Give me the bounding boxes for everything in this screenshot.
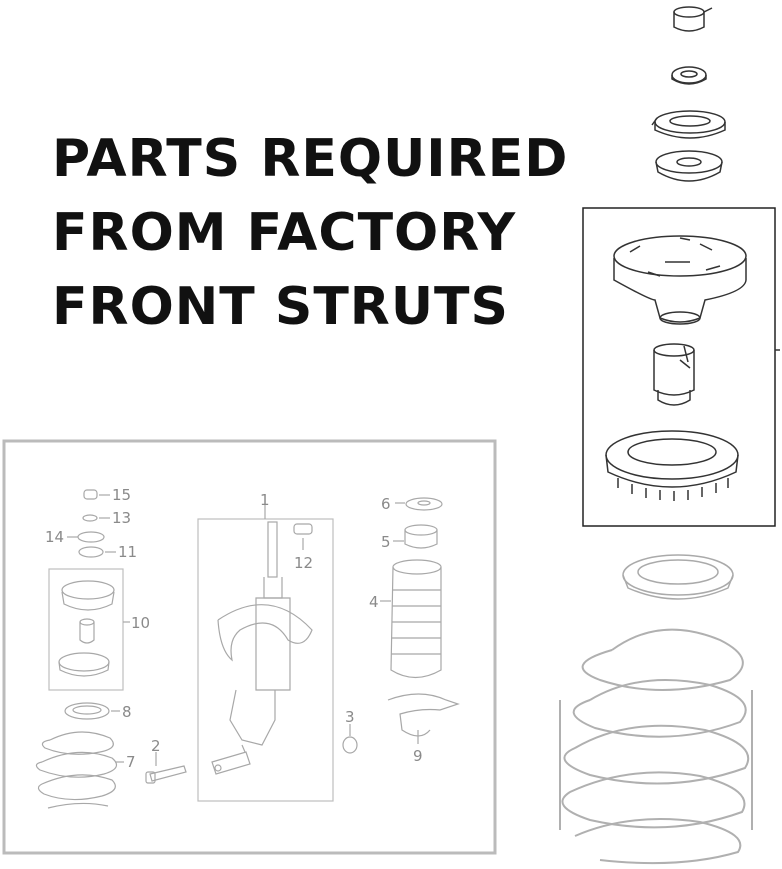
callout-6: 6	[381, 495, 391, 513]
callout-12: 12	[294, 554, 313, 572]
top-cap-icon	[673, 6, 713, 32]
callout-4: 4	[369, 593, 379, 611]
bump-stop-icon	[653, 343, 695, 406]
title-line-1: PARTS REQUIRED	[52, 129, 569, 189]
assembly-diagram	[35, 489, 460, 809]
faint-coil-spring-icon	[559, 628, 753, 865]
strut-mount-icon	[613, 235, 747, 325]
assembly-diagram-frame	[2, 439, 497, 855]
callout-5: 5	[381, 533, 391, 551]
page-title: PARTS REQUIRED FROM FACTORY FRONT STRUTS	[52, 122, 568, 344]
callout-8: 8	[122, 703, 132, 721]
bearing-icon	[651, 110, 726, 139]
spring-seat-icon	[655, 150, 723, 182]
callout-10: 10	[131, 614, 150, 632]
callout-2: 2	[151, 737, 161, 755]
lower-seat-ring-icon	[605, 430, 739, 501]
title-line-2: FROM FACTORY	[52, 203, 517, 263]
title-line-3: FRONT STRUTS	[52, 277, 509, 337]
callout-11: 11	[118, 543, 137, 561]
callout-13: 13	[112, 509, 131, 527]
callout-15: 15	[112, 486, 131, 504]
callout-14: 14	[45, 528, 64, 546]
small-washer-icon	[671, 66, 707, 85]
callout-7: 7	[126, 753, 136, 771]
callout-3: 3	[345, 708, 355, 726]
highlight-box	[582, 207, 776, 527]
callout-9: 9	[413, 747, 423, 765]
callout-labels: 1 2 3 4 5 6 7 8 9 10 11 12 13 14 15	[45, 486, 423, 771]
faint-isolator-icon	[622, 554, 734, 600]
callout-1: 1	[260, 491, 270, 509]
large-exploded-view	[582, 6, 780, 527]
